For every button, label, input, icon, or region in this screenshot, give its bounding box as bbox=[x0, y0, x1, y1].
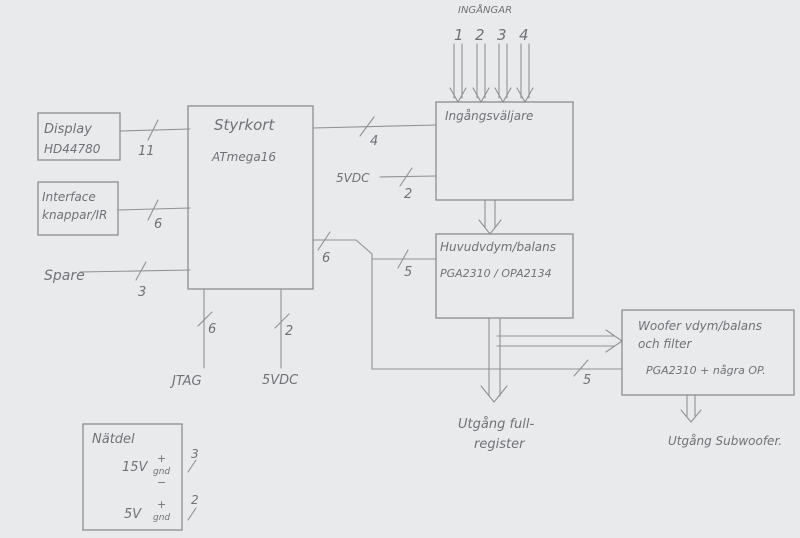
supply-right-slash bbox=[399, 167, 413, 187]
display-bus-count: 11 bbox=[138, 144, 155, 159]
interface-sub: knappar/IR bbox=[42, 208, 107, 222]
woofer-bus-count: 5 bbox=[583, 373, 591, 388]
styrkort-label: Styrkort bbox=[214, 116, 275, 134]
woofer-box bbox=[621, 309, 795, 396]
woofer-chips: PGA2310 + några OP. bbox=[646, 364, 766, 377]
huvud-box bbox=[435, 233, 574, 319]
natdel-title: Nätdel bbox=[92, 432, 135, 447]
input-number-4: 4 bbox=[519, 26, 529, 44]
natdel-5v-plus: + bbox=[157, 498, 166, 511]
out-full-label-2: register bbox=[474, 437, 526, 452]
selector-bus-line bbox=[312, 124, 437, 129]
out-sub-label: Utgång Subwoofer. bbox=[668, 434, 782, 448]
huvud-bus-slash bbox=[397, 249, 409, 269]
styrkort-mcu: ATmega16 bbox=[211, 150, 276, 164]
styrkort-box bbox=[187, 105, 314, 290]
selector-bus-slash bbox=[359, 116, 375, 137]
huvud-to-woofer-arrow bbox=[496, 329, 623, 353]
control-bus-line bbox=[312, 239, 496, 370]
out-full-arrow bbox=[480, 317, 508, 403]
woofer-label: Woofer vdym/balans bbox=[638, 319, 762, 333]
display-box bbox=[37, 112, 121, 161]
input-arrows bbox=[449, 43, 534, 104]
display-bus-line bbox=[119, 128, 191, 132]
woofer-bus-slash bbox=[573, 359, 589, 377]
woofer-filter: och filter bbox=[638, 337, 693, 351]
selector-to-huvud-arrow bbox=[478, 199, 502, 235]
ingangsvaljare-label: Ingångsväljare bbox=[445, 109, 533, 123]
jtag-bus-slash bbox=[197, 311, 213, 327]
natdel-bus-2-slash bbox=[187, 507, 197, 521]
supply-right-label: 5VDC bbox=[336, 171, 370, 185]
natdel-15v-gnd: gnd bbox=[153, 467, 170, 477]
spare-label: Spare bbox=[44, 268, 85, 284]
natdel-bus-1-slash bbox=[187, 459, 197, 473]
interface-label: Interface bbox=[42, 190, 96, 204]
jtag-label: JTAG bbox=[169, 374, 202, 389]
inputs-title: INGÅNGAR bbox=[458, 3, 512, 16]
control-bus-slash bbox=[317, 231, 331, 251]
display-label: Display bbox=[44, 122, 92, 137]
supply-right-bus: 2 bbox=[404, 187, 412, 202]
spare-bus-count: 3 bbox=[138, 285, 146, 300]
input-number-1: 1 bbox=[454, 26, 464, 44]
display-model: HD44780 bbox=[44, 142, 101, 156]
natdel-15v: 15V bbox=[122, 460, 149, 475]
jtag-bus-count: 6 bbox=[208, 322, 216, 337]
spare-bus-slash bbox=[135, 261, 147, 281]
natdel-15v-plus: + bbox=[157, 452, 166, 465]
input-number-3: 3 bbox=[497, 26, 507, 44]
display-bus-slash bbox=[147, 119, 159, 141]
interface-box bbox=[37, 181, 119, 236]
supply-bottom-slash bbox=[274, 313, 290, 329]
supply-bottom-label: 5VDC bbox=[262, 373, 299, 388]
interface-bus-count: 6 bbox=[154, 217, 162, 232]
out-full-label-1: Utgång full- bbox=[458, 417, 534, 432]
natdel-5v-gnd: gnd bbox=[153, 513, 170, 523]
natdel-box bbox=[82, 423, 183, 531]
natdel-bus-1: 3 bbox=[191, 447, 199, 461]
spare-bus-line bbox=[79, 269, 191, 273]
supply-bottom-bus: 2 bbox=[285, 324, 293, 339]
huvud-bus-count: 5 bbox=[404, 265, 412, 280]
selector-bus-count: 4 bbox=[370, 134, 378, 149]
natdel-5v: 5V bbox=[124, 507, 142, 522]
supply-right-line bbox=[379, 175, 437, 178]
huvud-chips: PGA2310 / OPA2134 bbox=[440, 267, 552, 280]
input-number-2: 2 bbox=[475, 26, 485, 44]
huvud-label: Huvudvdym/balans bbox=[440, 240, 556, 254]
natdel-15v-minus: − bbox=[157, 476, 166, 489]
out-sub-arrow bbox=[680, 394, 702, 423]
natdel-bus-2: 2 bbox=[191, 493, 199, 507]
interface-bus-slash bbox=[147, 199, 159, 221]
ingangsvaljare-box bbox=[435, 101, 574, 201]
styrkort-bus-out: 6 bbox=[322, 251, 330, 266]
